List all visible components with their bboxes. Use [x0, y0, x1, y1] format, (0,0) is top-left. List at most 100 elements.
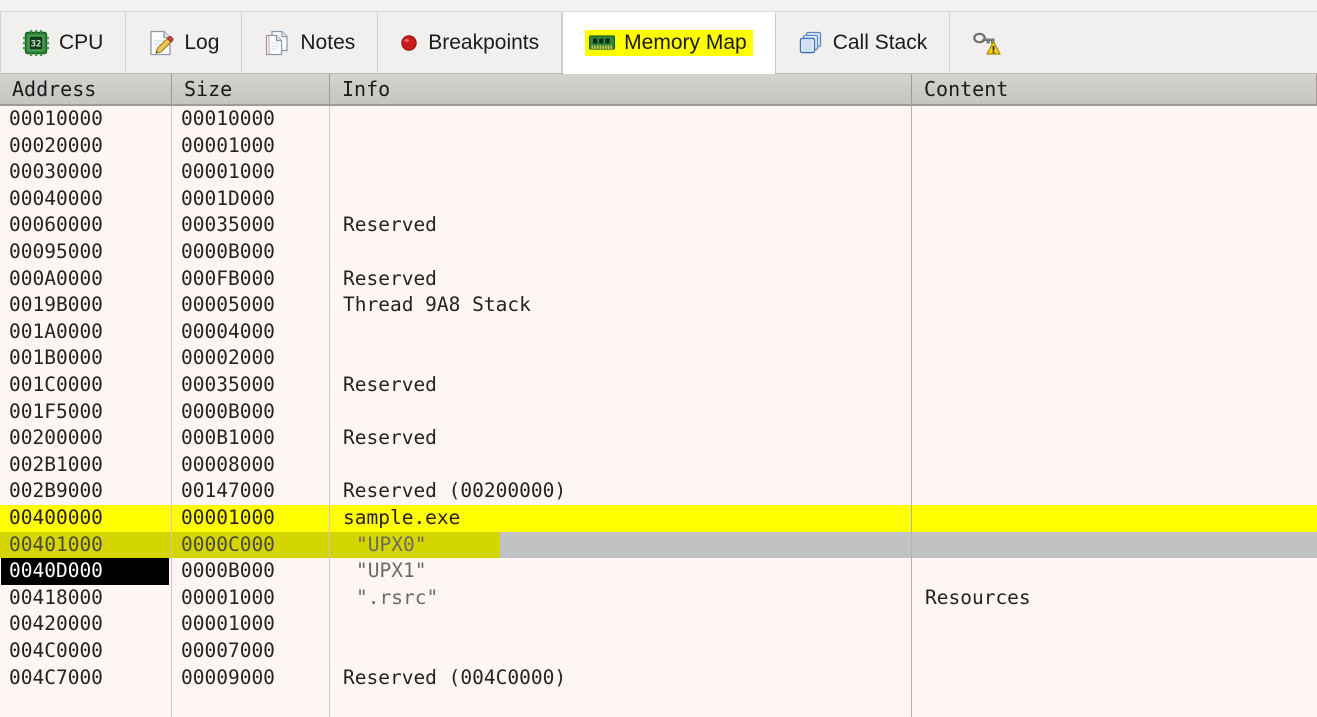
cell-info[interactable]: Reserved (004C0000) [330, 665, 912, 692]
cell-info[interactable] [330, 399, 912, 426]
cell-address[interactable]: 0019B000 [0, 292, 172, 319]
cell-content[interactable] [912, 478, 1317, 505]
cell-size[interactable]: 00035000 [172, 212, 330, 239]
cell-content[interactable] [912, 665, 1317, 692]
cell-size[interactable]: 00004000 [172, 319, 330, 346]
cell-content[interactable] [912, 532, 1317, 559]
cell-info[interactable] [330, 186, 912, 213]
tab-notes[interactable]: Notes [242, 12, 379, 73]
cell-address[interactable]: 002B9000 [0, 478, 172, 505]
cell-address[interactable]: 002B1000 [0, 452, 172, 479]
cell-size[interactable]: 00001000 [172, 133, 330, 160]
cell-content[interactable] [912, 372, 1317, 399]
cell-address[interactable]: 000A0000 [0, 266, 172, 293]
tab-memory-map[interactable]: Memory Map [562, 12, 776, 74]
cell-size[interactable]: 0000B000 [172, 399, 330, 426]
cell-info[interactable]: "UPX1" [330, 558, 912, 585]
cell-size[interactable]: 00008000 [172, 452, 330, 479]
cell-content[interactable] [912, 345, 1317, 372]
cell-address[interactable]: 001B0000 [0, 345, 172, 372]
tab-log[interactable]: Log [126, 12, 243, 73]
cell-address[interactable]: 00020000 [0, 133, 172, 160]
cell-content[interactable] [912, 558, 1317, 585]
tab-call-stack[interactable]: Call Stack [775, 12, 951, 73]
cell-info[interactable] [330, 239, 912, 266]
column-header-info[interactable]: Info [330, 74, 912, 105]
cell-content[interactable] [912, 452, 1317, 479]
column-header-content[interactable]: Content [912, 74, 1317, 105]
cell-info[interactable] [330, 345, 912, 372]
cell-address[interactable]: 00060000 [0, 212, 172, 239]
cell-size[interactable]: 00001000 [172, 159, 330, 186]
cell-info[interactable] [330, 638, 912, 665]
cell-content[interactable] [912, 611, 1317, 638]
cell-info[interactable] [330, 159, 912, 186]
cell-info[interactable]: sample.exe [330, 505, 912, 532]
column-header-address[interactable]: Address [0, 74, 172, 105]
cell-address[interactable]: 001C0000 [0, 372, 172, 399]
tab-seh[interactable] [950, 12, 1002, 73]
cell-info[interactable] [330, 319, 912, 346]
cell-info[interactable]: Reserved [330, 425, 912, 452]
cell-size[interactable]: 00035000 [172, 372, 330, 399]
cell-address[interactable]: 00400000 [0, 505, 172, 532]
cell-content[interactable] [912, 266, 1317, 293]
cell-content[interactable] [912, 292, 1317, 319]
cell-content[interactable] [912, 399, 1317, 426]
cell-content[interactable] [912, 319, 1317, 346]
cell-address[interactable]: 0040D000 [0, 558, 172, 585]
cell-size[interactable]: 0000C000 [172, 532, 330, 559]
cell-content[interactable] [912, 425, 1317, 452]
cell-info[interactable]: "UPX0" [330, 532, 912, 559]
cell-size[interactable]: 000FB000 [172, 266, 330, 293]
cell-size[interactable]: 00001000 [172, 611, 330, 638]
cell-content[interactable] [912, 186, 1317, 213]
cell-size[interactable]: 00010000 [172, 106, 330, 133]
cell-info[interactable] [330, 611, 912, 638]
cell-address[interactable]: 00418000 [0, 585, 172, 612]
cell-address[interactable]: 001A0000 [0, 319, 172, 346]
cell-content[interactable] [912, 239, 1317, 266]
cell-address[interactable]: 004C0000 [0, 638, 172, 665]
cell-address[interactable]: 00030000 [0, 159, 172, 186]
cell-address[interactable]: 00420000 [0, 611, 172, 638]
cell-size[interactable]: 0000B000 [172, 558, 330, 585]
cell-address[interactable]: 00010000 [0, 106, 172, 133]
cell-address[interactable]: 00095000 [0, 239, 172, 266]
cell-content[interactable] [912, 212, 1317, 239]
cell-size[interactable]: 00001000 [172, 505, 330, 532]
cell-size[interactable]: 00009000 [172, 665, 330, 692]
cell-info[interactable] [330, 106, 912, 133]
cell-address[interactable]: 00401000 [0, 532, 172, 559]
cell-info[interactable]: Reserved (00200000) [330, 478, 912, 505]
cell-info[interactable] [330, 452, 912, 479]
cell-content[interactable] [912, 638, 1317, 665]
cell-address[interactable]: 00200000 [0, 425, 172, 452]
cell-size[interactable]: 00007000 [172, 638, 330, 665]
cell-address[interactable]: 001F5000 [0, 399, 172, 426]
cell-content[interactable] [912, 106, 1317, 133]
cell-address[interactable]: 00040000 [0, 186, 172, 213]
